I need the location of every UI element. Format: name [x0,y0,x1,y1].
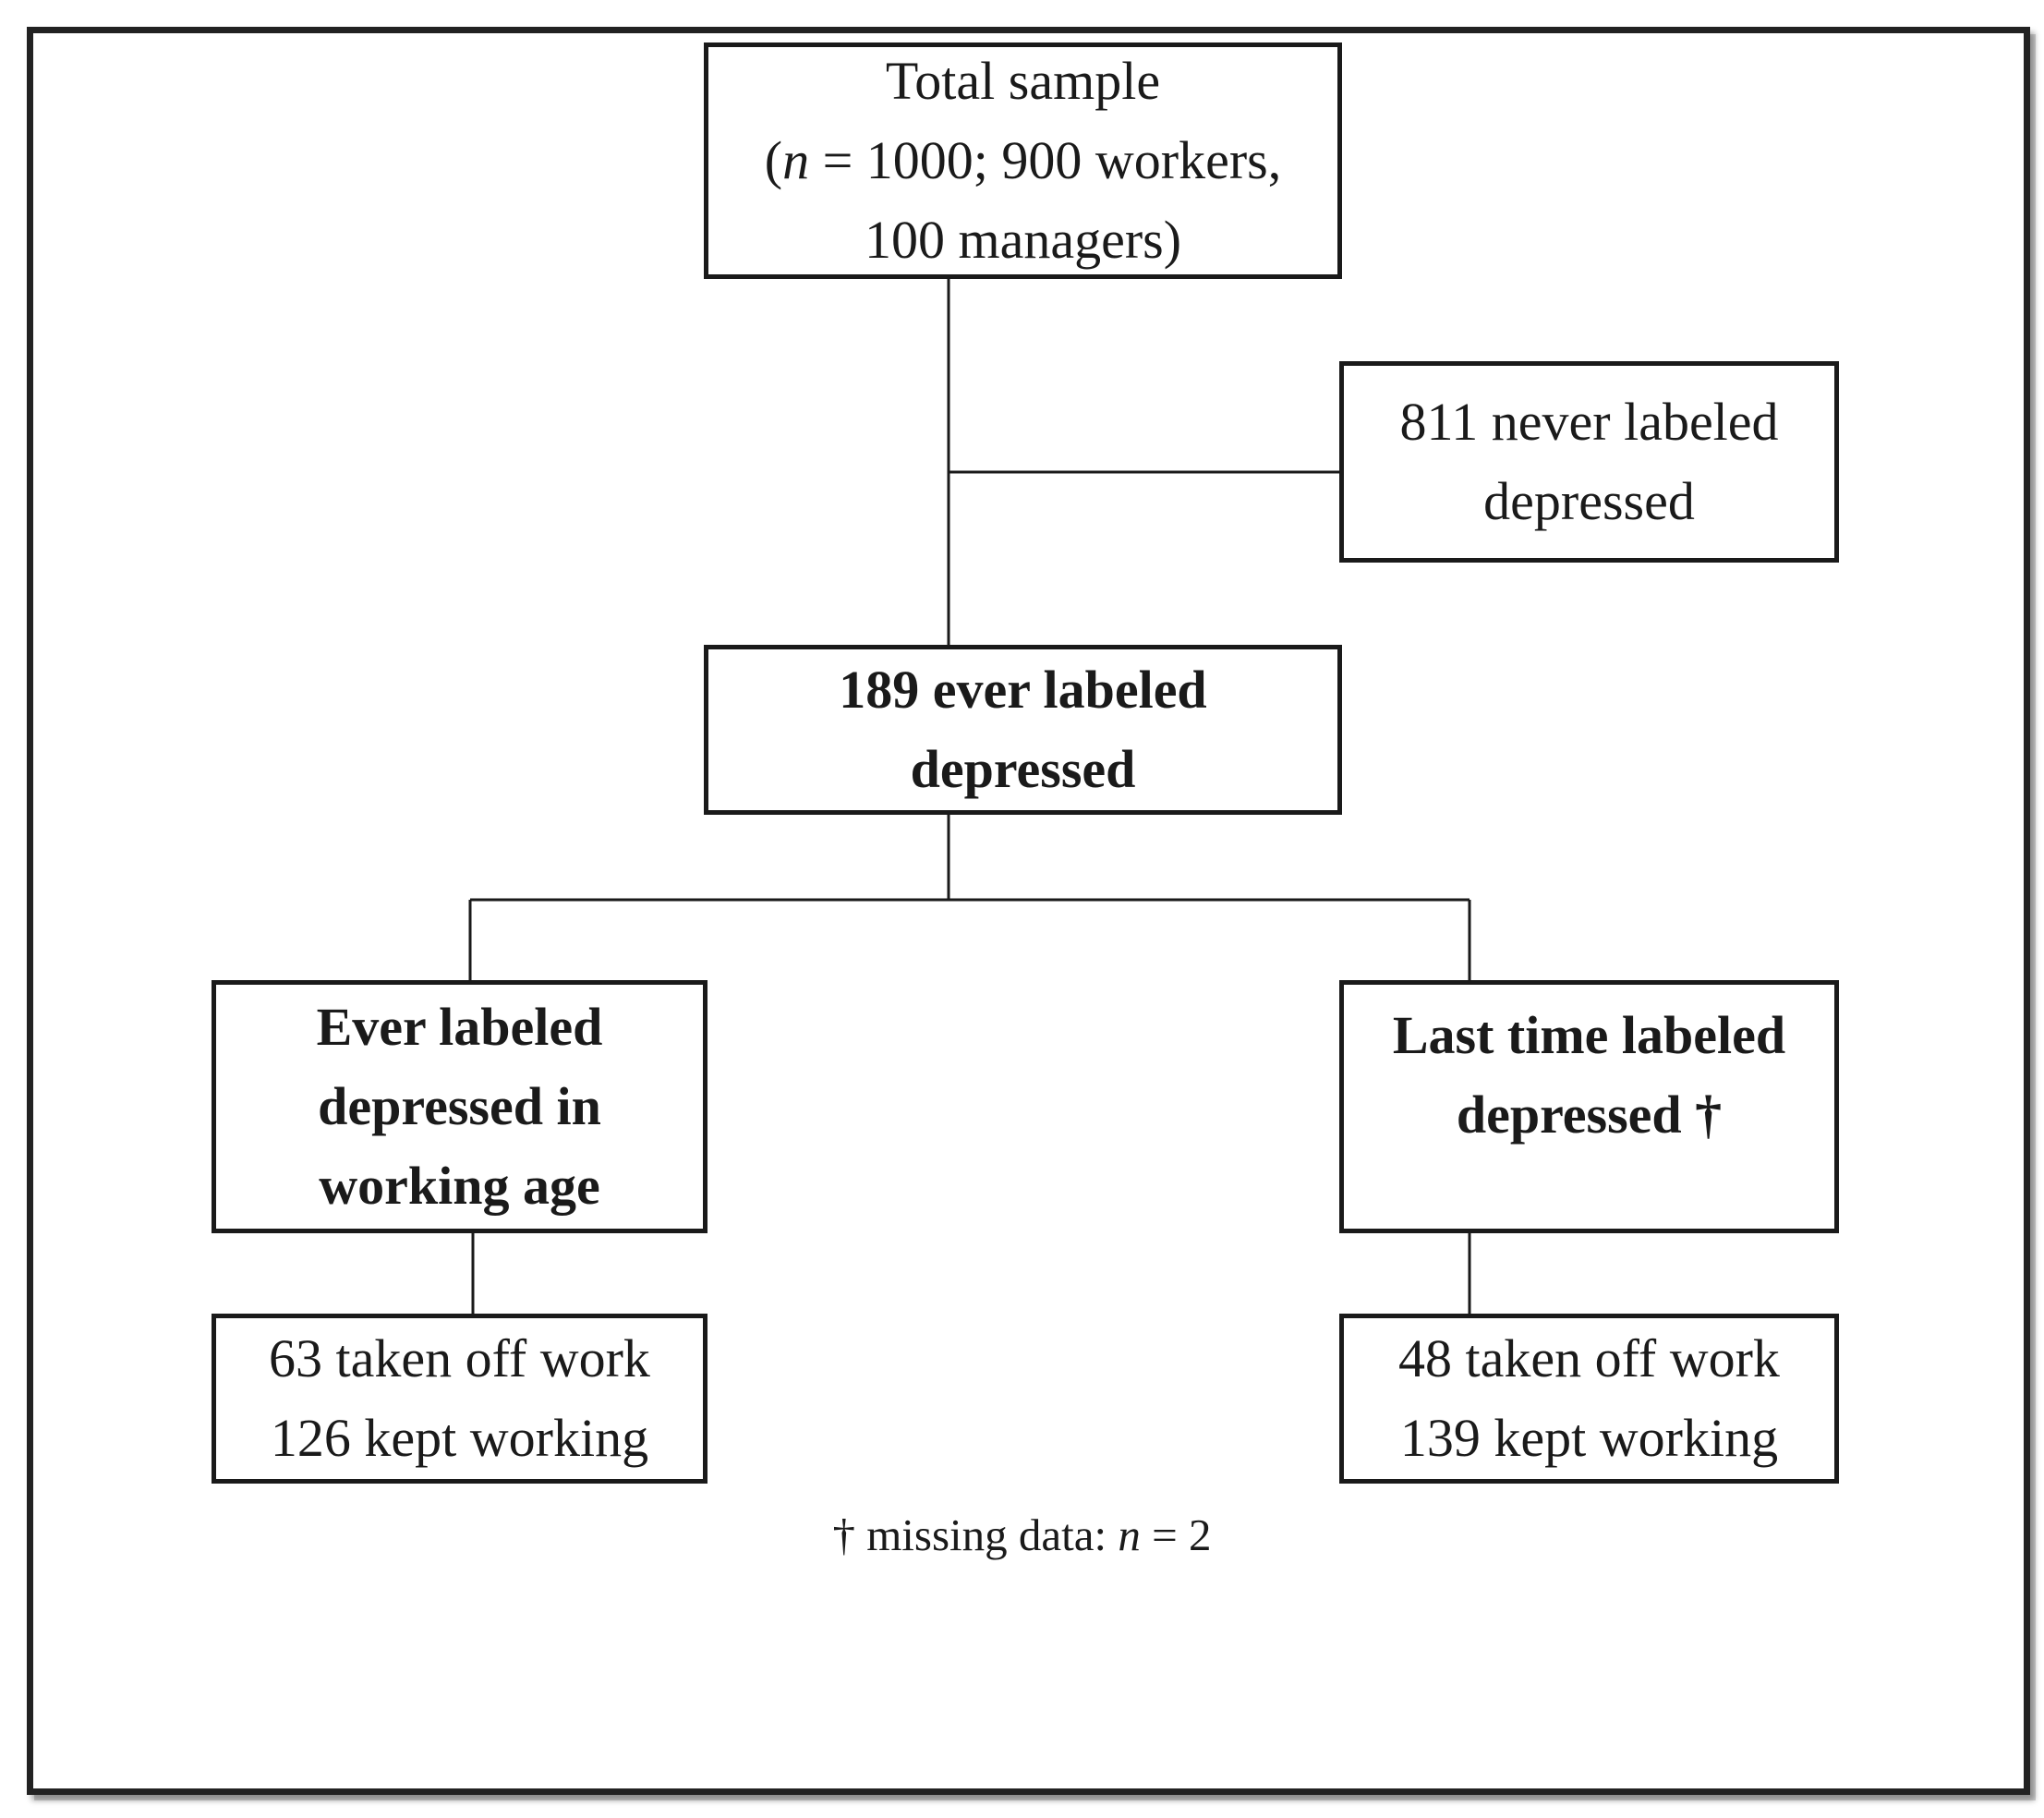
working-age-line3: working age [319,1156,600,1216]
diagram-frame [27,27,2030,1795]
never-labeled-line2: depressed [1483,471,1695,531]
missing-data-footnote: † missing data: n = 2 [832,1509,1212,1560]
last-time-box: Last time labeled depressed † [1339,980,1839,1233]
never-labeled-box: 811 never labeled depressed [1339,361,1839,563]
working-age-outcome-box: 63 taken off work 126 kept working [212,1314,708,1484]
last-time-line1: Last time labeled [1392,1005,1786,1065]
last-time-outcome-box: 48 taken off work 139 kept working [1339,1314,1839,1484]
working-age-kept-working: 126 kept working [270,1408,649,1468]
last-time-kept-working: 139 kept working [1399,1408,1779,1468]
total-sample-count: (n = 1000; 900 workers, [764,130,1282,190]
ever-labeled-line2: depressed [910,739,1136,799]
total-sample-managers: 100 managers) [864,210,1182,270]
never-labeled-line1: 811 never labeled [1399,392,1779,452]
last-time-taken-off: 48 taken off work [1398,1328,1780,1388]
ever-labeled-line1: 189 ever labeled [839,660,1207,720]
working-age-taken-off: 63 taken off work [269,1328,650,1388]
working-age-line1: Ever labeled [316,997,603,1057]
last-time-line2: depressed † [1456,1085,1723,1145]
ever-labeled-box: 189 ever labeled depressed [704,645,1342,815]
total-sample-title: Total sample [885,51,1161,111]
total-sample-box: Total sample (n = 1000; 900 workers, 100… [704,42,1342,279]
working-age-line2: depressed in [318,1076,601,1136]
working-age-box: Ever labeled depressed in working age [212,980,708,1233]
